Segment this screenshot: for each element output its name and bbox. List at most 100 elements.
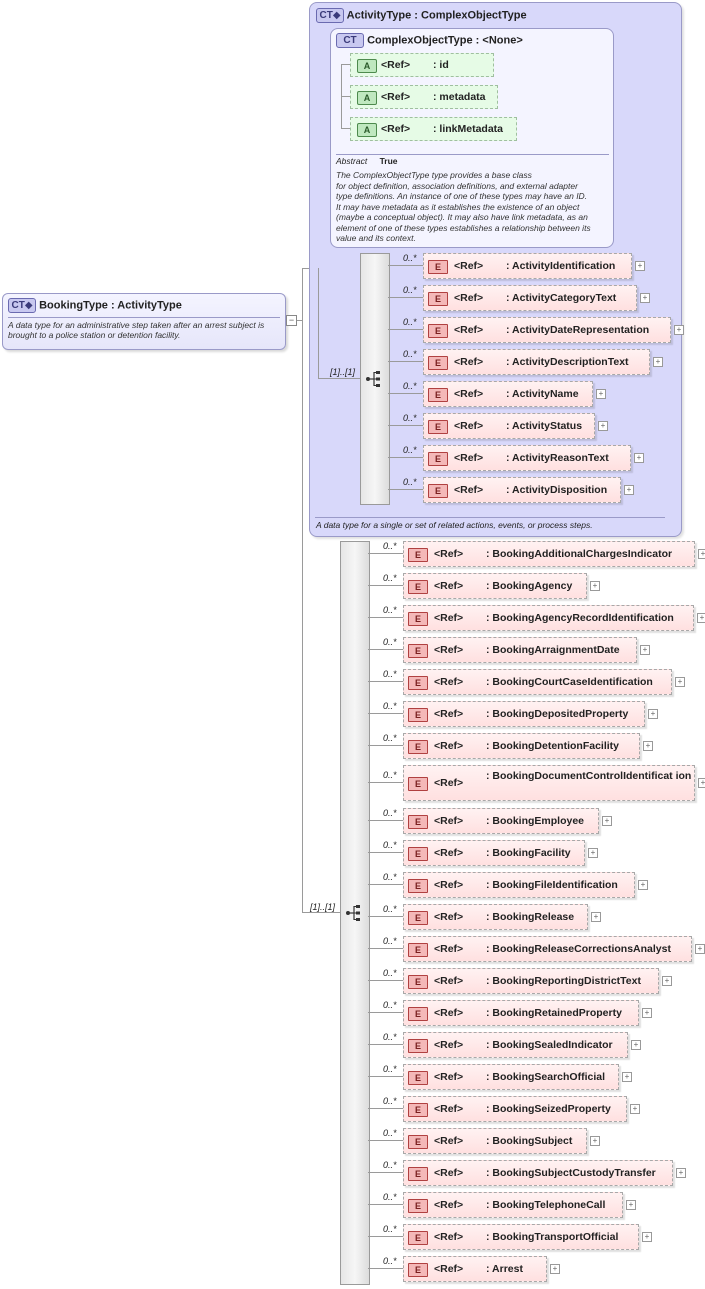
element-row[interactable]: E<Ref>: BookingSeizedProperty+: [403, 1096, 640, 1122]
expand-icon[interactable]: +: [598, 421, 608, 431]
element-row[interactable]: E<Ref>: BookingCourtCaseIdentification+: [403, 669, 685, 695]
expand-icon[interactable]: +: [698, 549, 705, 559]
element-ref: <Ref>: [434, 1071, 464, 1083]
occurrence-label: 0..*: [383, 1096, 397, 1106]
attribute-id[interactable]: A <Ref> : id: [350, 53, 494, 77]
expand-icon[interactable]: +: [626, 1200, 636, 1210]
element-row[interactable]: E<Ref>: BookingReportingDistrictText+: [403, 968, 672, 994]
element-icon: E: [408, 1231, 428, 1245]
element-name: : BookingSeizedProperty: [486, 1103, 611, 1115]
connector-line: [368, 820, 403, 821]
element-row[interactable]: E<Ref>: Arrest+: [403, 1256, 560, 1282]
element-ref: <Ref>: [454, 356, 484, 368]
expand-icon[interactable]: +: [698, 778, 705, 788]
element-row[interactable]: E<Ref>: ActivityDisposition+: [423, 477, 634, 503]
connector-line: [368, 1172, 403, 1173]
element-ref: <Ref>: [434, 879, 464, 891]
element-row[interactable]: E<Ref>: ActivityDateRepresentation+: [423, 317, 684, 343]
element-row[interactable]: E<Ref>: BookingFacility+: [403, 840, 598, 866]
expand-icon[interactable]: +: [635, 261, 645, 271]
element-row[interactable]: E<Ref>: BookingSubjectCustodyTransfer+: [403, 1160, 686, 1186]
expand-icon[interactable]: +: [697, 613, 705, 623]
element-row[interactable]: E<Ref>: ActivityReasonText+: [423, 445, 644, 471]
sequence-icon: [346, 905, 360, 921]
element-row[interactable]: E<Ref>: BookingArraignmentDate+: [403, 637, 650, 663]
element-ref: <Ref>: [434, 612, 464, 624]
expand-icon[interactable]: +: [630, 1104, 640, 1114]
element-row[interactable]: E<Ref>: BookingFileIdentification+: [403, 872, 648, 898]
element-row[interactable]: E<Ref>: BookingReleaseCorrectionsAnalyst…: [403, 936, 705, 962]
expand-icon[interactable]: +: [590, 1136, 600, 1146]
element-name: : ActivityDateRepresentation: [506, 324, 650, 336]
element-ref: <Ref>: [434, 847, 464, 859]
expand-icon[interactable]: +: [676, 1168, 686, 1178]
attribute-ref: <Ref>: [381, 123, 411, 135]
element-row[interactable]: E<Ref>: ActivityCategoryText+: [423, 285, 650, 311]
element-icon: E: [408, 943, 428, 957]
element-name: : BookingDocumentControlIdentificat ion: [486, 770, 692, 782]
expand-icon[interactable]: +: [642, 1008, 652, 1018]
expand-icon[interactable]: +: [695, 944, 705, 954]
element-ref: <Ref>: [454, 260, 484, 272]
attribute-metadata[interactable]: A <Ref> : metadata: [350, 85, 498, 109]
expand-icon[interactable]: +: [653, 357, 663, 367]
expand-icon[interactable]: +: [642, 1232, 652, 1242]
connector-line: [388, 297, 423, 298]
expand-icon[interactable]: +: [638, 880, 648, 890]
element-row[interactable]: E<Ref>: BookingTransportOfficial+: [403, 1224, 652, 1250]
element-row[interactable]: E<Ref>: BookingAgency+: [403, 573, 600, 599]
booking-type-box[interactable]: CT◆ BookingType : ActivityType A data ty…: [2, 293, 286, 350]
element-name: : BookingFileIdentification: [486, 879, 618, 891]
expand-icon[interactable]: +: [648, 709, 658, 719]
expand-icon[interactable]: +: [622, 1072, 632, 1082]
occurrence-label: 0..*: [403, 317, 417, 327]
element-ref: <Ref>: [454, 452, 484, 464]
occurrence-label: 0..*: [383, 541, 397, 551]
element-ref: <Ref>: [434, 1103, 464, 1115]
element-row[interactable]: E<Ref>: BookingTelephoneCall+: [403, 1192, 636, 1218]
expand-icon[interactable]: +: [643, 741, 653, 751]
element-row[interactable]: E<Ref>: BookingAdditionalChargesIndicato…: [403, 541, 705, 567]
element-row[interactable]: E<Ref>: BookingSealedIndicator+: [403, 1032, 641, 1058]
element-row[interactable]: E<Ref>: ActivityDescriptionText+: [423, 349, 663, 375]
occurrence-label: 0..*: [383, 1224, 397, 1234]
expand-icon[interactable]: +: [675, 677, 685, 687]
expand-icon[interactable]: +: [590, 581, 600, 591]
element-row[interactable]: E<Ref>: BookingAgencyRecordIdentificatio…: [403, 605, 705, 631]
collapse-icon[interactable]: −: [286, 315, 297, 326]
attribute-link-metadata[interactable]: A <Ref> : linkMetadata: [350, 117, 517, 141]
element-row[interactable]: E<Ref>: BookingRelease+: [403, 904, 601, 930]
expand-icon[interactable]: +: [662, 976, 672, 986]
element-row[interactable]: E<Ref>: ActivityStatus+: [423, 413, 608, 439]
element-row[interactable]: E<Ref>: ActivityName+: [423, 381, 606, 407]
occurrence-label: 0..*: [383, 968, 397, 978]
expand-icon[interactable]: +: [591, 912, 601, 922]
element-row[interactable]: E<Ref>: BookingSubject+: [403, 1128, 600, 1154]
abstract-row: Abstract True: [336, 156, 398, 166]
element-row[interactable]: E<Ref>: BookingDepositedProperty+: [403, 701, 658, 727]
expand-icon[interactable]: +: [602, 816, 612, 826]
element-name: : BookingArraignmentDate: [486, 644, 620, 656]
expand-icon[interactable]: +: [674, 325, 684, 335]
connector-line: [368, 884, 403, 885]
expand-icon[interactable]: +: [588, 848, 598, 858]
expand-icon[interactable]: +: [624, 485, 634, 495]
element-ref: <Ref>: [434, 943, 464, 955]
expand-icon[interactable]: +: [634, 453, 644, 463]
element-icon: E: [408, 644, 428, 658]
element-row[interactable]: E<Ref>: BookingSearchOfficial+: [403, 1064, 632, 1090]
occurrence-label: 0..*: [383, 1160, 397, 1170]
element-row[interactable]: E<Ref>: BookingDocumentControlIdentifica…: [403, 765, 705, 801]
expand-icon[interactable]: +: [631, 1040, 641, 1050]
doc-line: It may have metadata as it establishes t…: [336, 201, 580, 212]
expand-icon[interactable]: +: [640, 645, 650, 655]
expand-icon[interactable]: +: [596, 389, 606, 399]
divider: [336, 154, 609, 155]
expand-icon[interactable]: +: [550, 1264, 560, 1274]
element-row[interactable]: E<Ref>: BookingRetainedProperty+: [403, 1000, 652, 1026]
connector-line: [318, 268, 319, 378]
element-row[interactable]: E<Ref>: BookingDetentionFacility+: [403, 733, 653, 759]
expand-icon[interactable]: +: [640, 293, 650, 303]
element-row[interactable]: E<Ref>: BookingEmployee+: [403, 808, 612, 834]
element-row[interactable]: E<Ref>: ActivityIdentification+: [423, 253, 645, 279]
